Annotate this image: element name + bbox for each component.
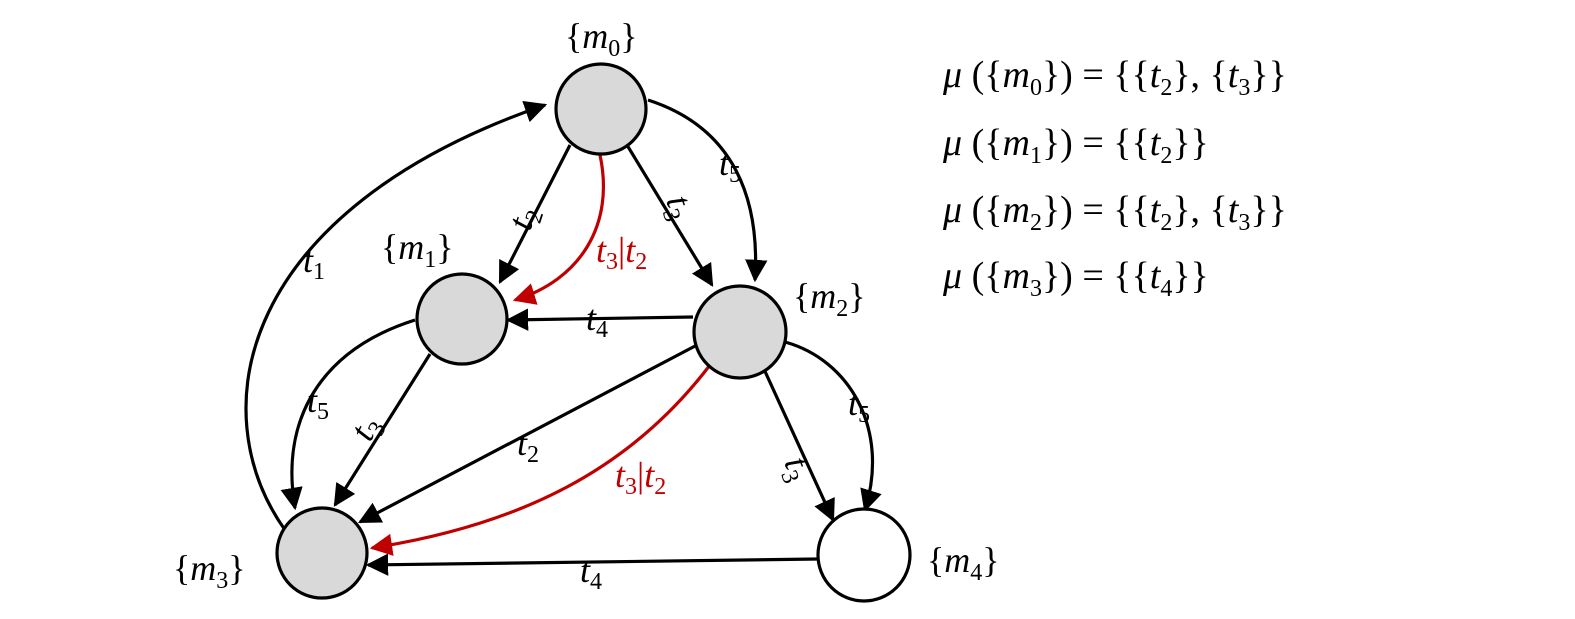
edge-m0-m2-t3 <box>625 144 714 287</box>
edge-label-m1-m3-t5: t5 <box>307 380 329 425</box>
node-m4 <box>816 507 912 603</box>
formula-m2: μ ({m2}) = {{t2}, {t3}} <box>942 189 1287 236</box>
formula-m1: μ ({m1}) = {{t2}} <box>942 122 1209 169</box>
edge-m2-m4-t5 <box>784 340 882 513</box>
edge-m1-m3-t5 <box>280 318 416 511</box>
marking-formulas: μ ({m0}) = {{t2}, {t3}} μ ({m1}) = {{t2}… <box>942 54 1287 302</box>
node-labels: {m0} {m1} {m2} {m3} {m4} <box>173 16 1000 594</box>
nodes <box>275 62 912 603</box>
edges <box>244 98 882 576</box>
edge-label-m1-m3-t3: t3 <box>342 409 392 450</box>
edge-m2-m1-t4 <box>505 308 694 331</box>
edge-m2-m4-t3 <box>761 366 835 523</box>
node-m3 <box>275 506 369 600</box>
edge-labels: t2 t3|t2 t3 t5 t1 t4 t5 t3 t2 t3|t2 t3 t… <box>303 143 870 595</box>
edge-m0-m2-t5 <box>647 98 768 283</box>
edge-label-m0-m1-t2: t2 <box>500 201 550 236</box>
edge-m2-m3-t2 <box>358 343 698 524</box>
edge-m0-m1-t2 <box>498 144 572 284</box>
node-label-m1: {m1} <box>381 227 454 273</box>
edge-label-m0-m2-t3: t3 <box>654 190 704 225</box>
edge-label-m2-m3-t2: t2 <box>517 423 539 468</box>
node-label-m3: {m3} <box>173 548 246 594</box>
edge-m4-m3-t4 <box>365 553 819 576</box>
edge-m2-m3-t3t2 <box>369 364 712 556</box>
edge-label-m2-m3-t3t2: t3|t2 <box>615 455 666 500</box>
node-label-m4: {m4} <box>927 540 1000 586</box>
node-label-m0: {m0} <box>565 16 638 62</box>
formula-m0: μ ({m0}) = {{t2}, {t3}} <box>942 54 1287 101</box>
edge-label-m0-m2-t5: t5 <box>719 143 741 188</box>
node-m2 <box>692 284 788 380</box>
edge-label-m0-m1-t3t2: t3|t2 <box>596 230 647 275</box>
edge-label-m3-m0-t1: t1 <box>303 240 325 285</box>
edge-m1-m3-t3 <box>333 353 432 507</box>
node-label-m2: {m2} <box>793 276 866 322</box>
node-m1 <box>415 272 509 366</box>
edge-label-m4-m3-t4: t4 <box>580 550 602 595</box>
edge-m3-m0-t1 <box>244 100 548 531</box>
formula-m3: μ ({m3}) = {{t4}} <box>942 255 1209 302</box>
edge-label-m2-m1-t4: t4 <box>586 298 608 343</box>
node-m0 <box>554 62 648 156</box>
edge-m0-m1-t3t2 <box>512 154 605 305</box>
edge-label-m2-m4-t5: t5 <box>848 383 870 428</box>
